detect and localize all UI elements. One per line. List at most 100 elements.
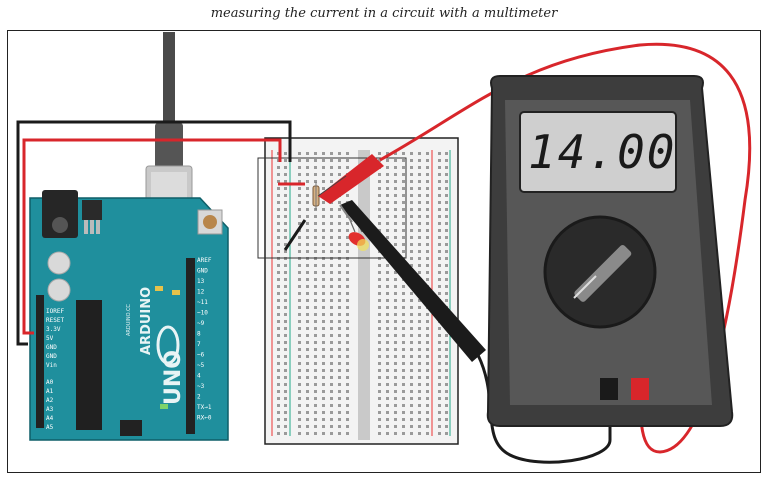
breadboard-hole (426, 201, 429, 204)
breadboard-hole (330, 299, 333, 302)
breadboard-hole (410, 418, 413, 421)
digital-pin-label: GND (197, 268, 208, 275)
breadboard-hole (284, 159, 287, 162)
breadboard-hole (314, 432, 317, 435)
breadboard-hole (298, 327, 301, 330)
breadboard-hole (346, 264, 349, 267)
power-pin-label: 5V (46, 335, 54, 342)
breadboard-hole (306, 243, 309, 246)
breadboard-hole (284, 187, 287, 190)
breadboard-hole (386, 222, 389, 225)
breadboard-hole (338, 215, 341, 218)
breadboard-hole (402, 236, 405, 239)
breadboard-hole (330, 278, 333, 281)
breadboard-hole (322, 369, 325, 372)
breadboard-hole (330, 348, 333, 351)
breadboard-hole (426, 243, 429, 246)
breadboard-hole (338, 159, 341, 162)
breadboard-hole (298, 397, 301, 400)
breadboard-hole (386, 187, 389, 190)
breadboard-hole (284, 194, 287, 197)
breadboard-hole (418, 271, 421, 274)
breadboard-hole (445, 362, 448, 365)
breadboard-hole (338, 348, 341, 351)
breadboard-hole (277, 180, 280, 183)
breadboard-hole (298, 306, 301, 309)
breadboard-hole (402, 313, 405, 316)
breadboard-hole (378, 187, 381, 190)
breadboard-hole (322, 166, 325, 169)
breadboard-hole (277, 229, 280, 232)
breadboard-hole (277, 222, 280, 225)
breadboard-hole (346, 194, 349, 197)
breadboard-hole (298, 243, 301, 246)
breadboard-hole (438, 250, 441, 253)
breadboard-hole (386, 411, 389, 414)
breadboard-hole (438, 180, 441, 183)
breadboard-hole (402, 404, 405, 407)
breadboard-hole (330, 355, 333, 358)
breadboard-hole (314, 418, 317, 421)
breadboard-hole (418, 173, 421, 176)
breadboard-hole (306, 369, 309, 372)
breadboard-hole (298, 166, 301, 169)
breadboard-hole (277, 194, 280, 197)
breadboard-hole (402, 376, 405, 379)
breadboard-hole (418, 362, 421, 365)
breadboard-hole (410, 376, 413, 379)
breadboard-hole (386, 180, 389, 183)
breadboard-hole (402, 327, 405, 330)
breadboard-hole (378, 369, 381, 372)
breadboard-hole (378, 411, 381, 414)
breadboard-hole (445, 208, 448, 211)
breadboard-hole (426, 229, 429, 232)
breadboard-hole (402, 180, 405, 183)
breadboard-hole (338, 320, 341, 323)
breadboard-hole (277, 271, 280, 274)
breadboard-hole (438, 159, 441, 162)
breadboard-hole (284, 418, 287, 421)
breadboard-hole (394, 222, 397, 225)
breadboard-hole (322, 222, 325, 225)
breadboard-hole (438, 355, 441, 358)
breadboard-hole (426, 236, 429, 239)
breadboard-hole (346, 362, 349, 365)
breadboard-hole (426, 383, 429, 386)
breadboard-hole (306, 432, 309, 435)
breadboard-hole (346, 327, 349, 330)
breadboard-hole (378, 383, 381, 386)
breadboard-hole (277, 341, 280, 344)
breadboard-hole (330, 229, 333, 232)
breadboard-hole (330, 264, 333, 267)
breadboard-hole (386, 229, 389, 232)
breadboard-hole (284, 320, 287, 323)
breadboard-hole (314, 299, 317, 302)
breadboard-hole (445, 397, 448, 400)
breadboard-hole (330, 320, 333, 323)
breadboard-hole (284, 292, 287, 295)
breadboard-hole (418, 376, 421, 379)
digital-pin-label: RX←0 (197, 415, 212, 422)
breadboard-hole (410, 334, 413, 337)
breadboard-hole (338, 208, 341, 211)
red-probe (318, 154, 384, 204)
breadboard-hole (410, 152, 413, 155)
breadboard-hole (338, 264, 341, 267)
breadboard-hole (298, 313, 301, 316)
breadboard-hole (386, 390, 389, 393)
breadboard-hole (322, 320, 325, 323)
breadboard-hole (410, 348, 413, 351)
breadboard-hole (330, 369, 333, 372)
breadboard-hole (426, 404, 429, 407)
breadboard-hole (330, 397, 333, 400)
power-header (36, 295, 44, 415)
power-pin-label: IOREF (46, 308, 64, 315)
breadboard-hole (402, 418, 405, 421)
breadboard-hole (445, 180, 448, 183)
breadboard-hole (445, 432, 448, 435)
breadboard-hole (346, 166, 349, 169)
breadboard-hole (394, 166, 397, 169)
breadboard-hole (298, 383, 301, 386)
dial-knob[interactable] (573, 244, 632, 303)
breadboard-hole (445, 383, 448, 386)
